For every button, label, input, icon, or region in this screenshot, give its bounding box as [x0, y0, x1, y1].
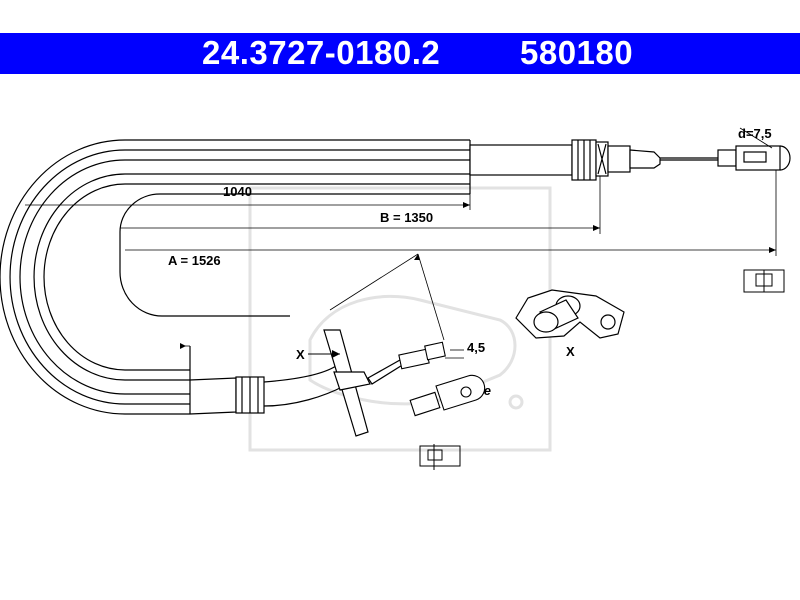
cable-top-end [469, 139, 791, 181]
detail-x-bracket [515, 289, 625, 339]
view-x-arrow [308, 350, 340, 358]
eye-end-fitting [409, 374, 486, 417]
dimension-arrows [180, 202, 776, 349]
dimension-1040-label: 1040 [223, 184, 252, 199]
cable-sheath [0, 139, 471, 415]
watermark-logo: Ate [248, 186, 552, 452]
view-x-arrow-label: X [296, 347, 305, 362]
cross-section-symbol-bottom [419, 444, 461, 470]
part-number: 24.3727-0180.2 [202, 34, 441, 71]
cross-section-symbol-right [743, 269, 785, 293]
dimension-lines [25, 127, 777, 359]
view-x-detail-label: X [566, 344, 575, 359]
end-fitting-45 [398, 341, 446, 370]
dimension-d-label: d=7,5 [738, 126, 772, 141]
header-bar: 24.3727-0180.2 580180 [0, 33, 800, 74]
dimension-45-label: 4,5 [467, 340, 485, 355]
cable-lower-end [189, 329, 405, 437]
dimension-a-label: A = 1526 [168, 253, 221, 268]
dimension-b-label: B = 1350 [380, 210, 433, 225]
reference-number: 580180 [520, 34, 634, 71]
